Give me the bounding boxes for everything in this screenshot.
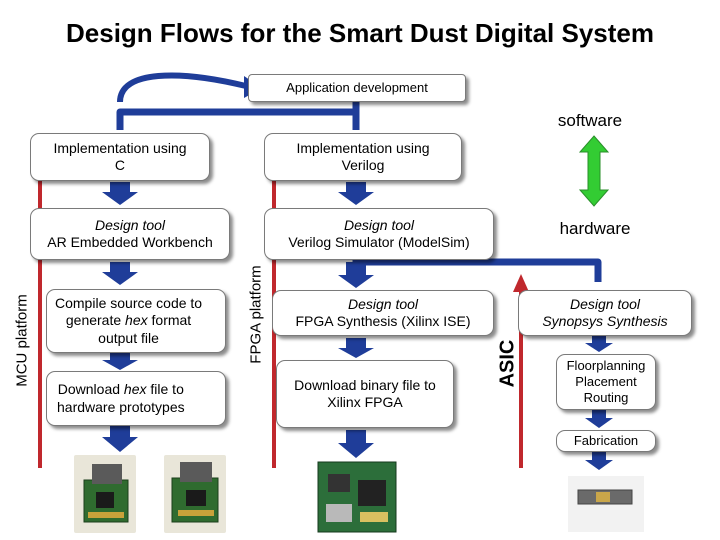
implementation-verilog-label: Implementation using Verilog xyxy=(296,139,430,174)
sw-hw-arrow xyxy=(578,135,610,207)
download-text-hex: hex xyxy=(123,381,147,397)
compile-source-text: Compile source code to generate hex form… xyxy=(55,295,202,348)
fpga-synth-title: Design tool xyxy=(347,295,419,312)
arrow-verilog-to-tool xyxy=(338,182,374,205)
software-label: software xyxy=(557,111,623,130)
application-development-box: Application development xyxy=(248,74,466,102)
fpga-synthesis-box: Design tool FPGA Synthesis (Xilinx ISE) xyxy=(272,290,494,336)
arrow-fab-to-chip xyxy=(585,452,613,470)
page-title: Design Flows for the Smart Dust Digital … xyxy=(66,18,654,48)
mcu-design-tool-title: Design tool xyxy=(94,216,166,233)
asic-chip-photo xyxy=(568,476,644,532)
arrow-download-to-fpga-board xyxy=(338,430,374,458)
synopsys-synthesis-box: Design tool Synopsys Synthesis xyxy=(518,290,692,336)
arrow-compile-to-download xyxy=(102,353,138,370)
download-binary-label: Download binary file to Xilinx FPGA xyxy=(294,376,436,411)
asic-synth-title: Design tool xyxy=(569,295,641,312)
stage-block-arrows xyxy=(102,182,613,470)
compile-text-hex: hex xyxy=(125,312,148,329)
arrow-synth-to-download xyxy=(338,338,374,358)
implementation-verilog-box: Implementation using Verilog xyxy=(264,133,462,181)
download-hex-text: Download hex file to hardware prototypes xyxy=(57,381,185,416)
sim-design-tool-title: Design tool xyxy=(343,216,415,233)
app-feedback-arrow xyxy=(117,72,247,103)
app-to-c-connector xyxy=(116,100,360,130)
sim-design-tool-name: Verilog Simulator (ModelSim) xyxy=(288,234,470,250)
mcu-design-tool-box: Design tool AR Embedded Workbench xyxy=(30,208,230,260)
fpga-synth-name: FPGA Synthesis (Xilinx ISE) xyxy=(295,313,471,329)
compile-text-part-2: format output file xyxy=(98,312,192,346)
fabrication-label: Fabrication xyxy=(573,432,639,448)
arrow-asic-synth-to-floorplan xyxy=(585,335,613,352)
implementation-c-label: Implementation using C xyxy=(53,139,187,174)
mcu-board-photo-1 xyxy=(74,455,136,533)
mcu-design-tool-name: AR Embedded Workbench xyxy=(47,234,213,250)
fabrication-box: Fabrication xyxy=(556,430,656,452)
mcu-board-photo-2 xyxy=(164,455,226,533)
download-hex-box: Download hex file to hardware prototypes xyxy=(46,371,226,426)
verilog-simulator-box: Design tool Verilog Simulator (ModelSim) xyxy=(264,208,494,260)
download-text-part-1: Download xyxy=(57,381,124,397)
arrow-sim-to-synth xyxy=(338,262,374,288)
fpga-board-photo xyxy=(317,461,397,533)
compile-source-box: Compile source code to generate hex form… xyxy=(46,289,226,353)
floorplanning-label: Floorplanning Placement Routing xyxy=(566,357,646,406)
application-development-label: Application development xyxy=(286,79,428,95)
arrow-floorplan-to-fab xyxy=(585,410,613,428)
arrow-download-to-boards xyxy=(102,425,138,452)
arrow-tool-to-compile xyxy=(102,262,138,285)
arrow-c-to-tool xyxy=(102,182,138,205)
compile-text-part-1: Compile source code to generate xyxy=(55,294,203,329)
hardware-label: hardware xyxy=(559,219,631,238)
download-text-part-2: file to hardware prototypes xyxy=(57,381,185,415)
implementation-c-box: Implementation using C xyxy=(30,133,210,181)
download-binary-box: Download binary file to Xilinx FPGA xyxy=(276,360,454,428)
floorplanning-box: Floorplanning Placement Routing xyxy=(556,354,656,410)
asic-synth-name: Synopsys Synthesis xyxy=(542,313,668,329)
